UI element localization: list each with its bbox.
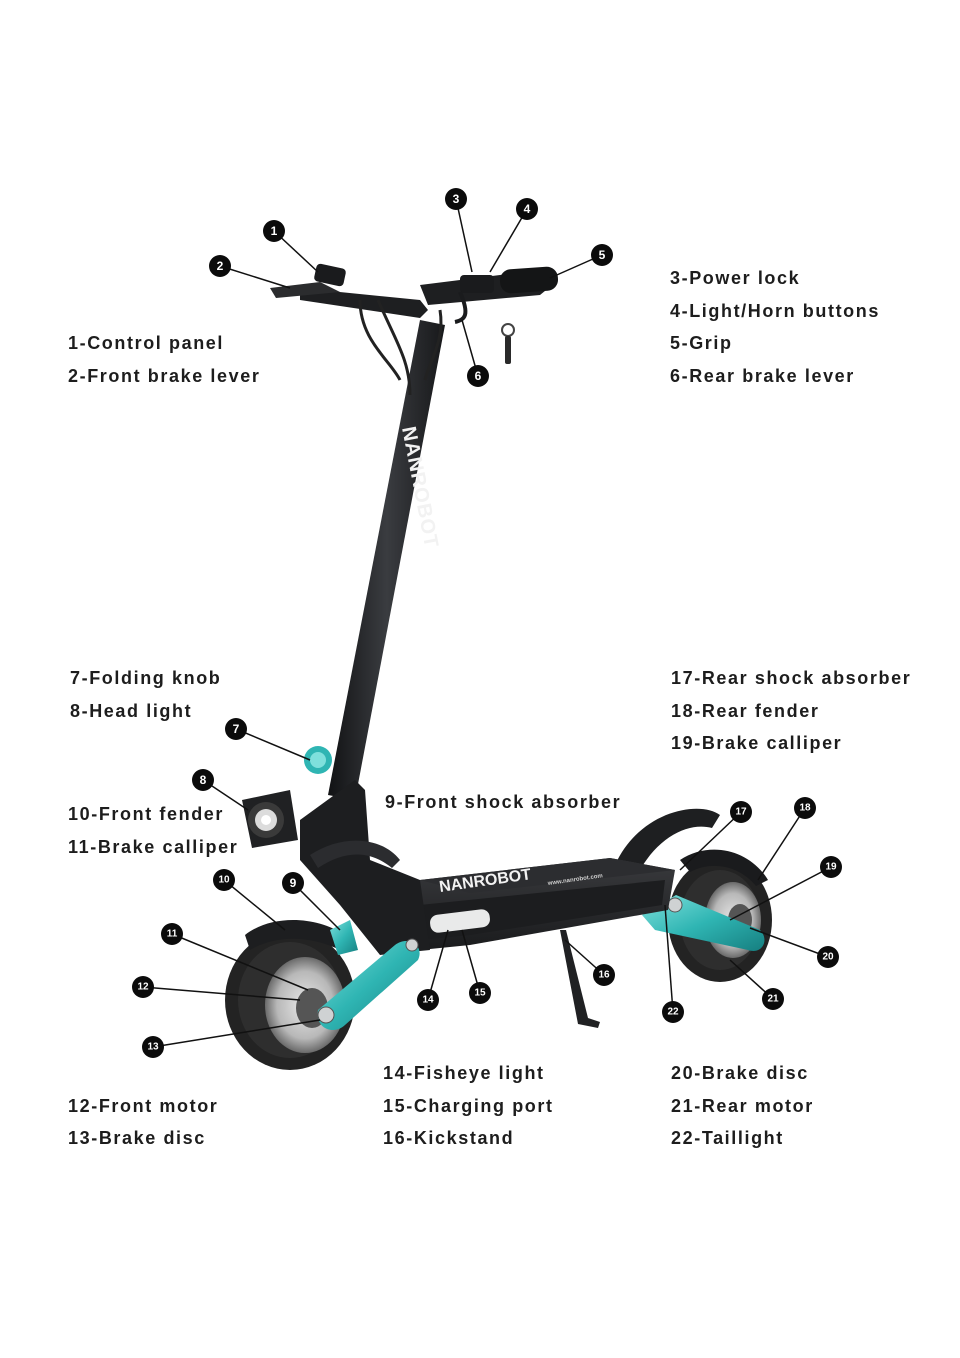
svg-text:5: 5 (599, 248, 606, 262)
svg-text:2: 2 (217, 259, 224, 273)
callout-15: 15 (469, 982, 491, 1004)
callout-6: 6 (467, 365, 489, 387)
label-control-panel: 1-Control panel (68, 333, 225, 353)
label-rear-brake-lever: 6-Rear brake lever (670, 366, 855, 386)
svg-text:12: 12 (137, 982, 149, 993)
svg-text:7: 7 (233, 722, 240, 736)
svg-text:22: 22 (667, 1007, 679, 1018)
label-charging-port: 15-Charging port (383, 1096, 554, 1116)
folding-knob-shape (304, 746, 332, 774)
callout-4: 4 (516, 198, 538, 220)
front-swingarm (317, 940, 420, 1030)
svg-text:10: 10 (218, 875, 230, 886)
callout-5: 5 (591, 244, 613, 266)
svg-text:18: 18 (799, 803, 811, 814)
callout-13: 13 (142, 1036, 164, 1058)
svg-text:3: 3 (453, 192, 460, 206)
label-rear-motor: 21-Rear motor (671, 1096, 814, 1116)
kickstand-shape (560, 930, 600, 1028)
callout-22: 22 (662, 1001, 684, 1023)
label-front-brake-calliper: 11-Brake calliper (68, 837, 239, 857)
callout-11: 11 (161, 923, 183, 945)
label-taillight: 22-Taillight (671, 1128, 784, 1148)
callout-19: 19 (820, 856, 842, 878)
svg-text:11: 11 (167, 929, 178, 940)
svg-text:6: 6 (475, 369, 482, 383)
label-power-lock: 3-Power lock (670, 268, 801, 288)
callout-18: 18 (794, 797, 816, 819)
callout-21: 21 (762, 988, 784, 1010)
callout-1: 1 (263, 220, 285, 242)
rear-fender-shape (615, 808, 720, 870)
svg-text:4: 4 (524, 202, 531, 216)
label-kickstand: 16-Kickstand (383, 1128, 515, 1148)
stem (328, 320, 445, 800)
callout-17: 17 (730, 801, 752, 823)
callout-12: 12 (132, 976, 154, 998)
callout-10: 10 (213, 869, 235, 891)
handlebar (270, 263, 559, 396)
svg-text:17: 17 (735, 807, 747, 818)
svg-text:16: 16 (598, 970, 610, 981)
label-front-brake-disc: 13-Brake disc (68, 1128, 206, 1148)
label-front-motor: 12-Front motor (68, 1096, 219, 1116)
label-front-shock-absorber: 9-Front shock absorber (385, 792, 622, 812)
callout-8: 8 (192, 769, 214, 791)
svg-text:14: 14 (422, 995, 434, 1006)
svg-text:20: 20 (822, 952, 834, 963)
label-folding-knob: 7-Folding knob (70, 668, 222, 688)
label-grip: 5-Grip (670, 333, 733, 353)
svg-text:9: 9 (290, 876, 297, 890)
label-front-fender: 10-Front fender (68, 804, 225, 824)
svg-text:1: 1 (271, 224, 278, 238)
deck: NANROBOT www.nanrobot.com (420, 858, 675, 950)
callout-7: 7 (225, 718, 247, 740)
callout-2: 2 (209, 255, 231, 277)
svg-text:21: 21 (767, 994, 779, 1005)
label-head-light: 8-Head light (70, 701, 193, 721)
label-rear-shock-absorber: 17-Rear shock absorber (671, 668, 912, 688)
svg-text:15: 15 (474, 988, 486, 999)
callout-20: 20 (817, 946, 839, 968)
label-light-horn-buttons: 4-Light/Horn buttons (670, 301, 880, 321)
headlight-shape (242, 790, 298, 848)
callout-3: 3 (445, 188, 467, 210)
callout-16: 16 (593, 964, 615, 986)
callout-9: 9 (282, 872, 304, 894)
front-fender-shape (245, 920, 345, 950)
label-front-brake-lever: 2-Front brake lever (68, 366, 261, 386)
label-rear-fender: 18-Rear fender (671, 701, 820, 721)
svg-text:8: 8 (200, 773, 207, 787)
svg-text:19: 19 (825, 862, 837, 873)
label-rear-brake-calliper: 19-Brake calliper (671, 733, 843, 753)
svg-text:13: 13 (147, 1042, 159, 1053)
label-fisheye-light: 14-Fisheye light (383, 1063, 545, 1083)
callout-14: 14 (417, 989, 439, 1011)
label-rear-brake-disc: 20-Brake disc (671, 1063, 809, 1083)
front-neck (300, 780, 430, 955)
